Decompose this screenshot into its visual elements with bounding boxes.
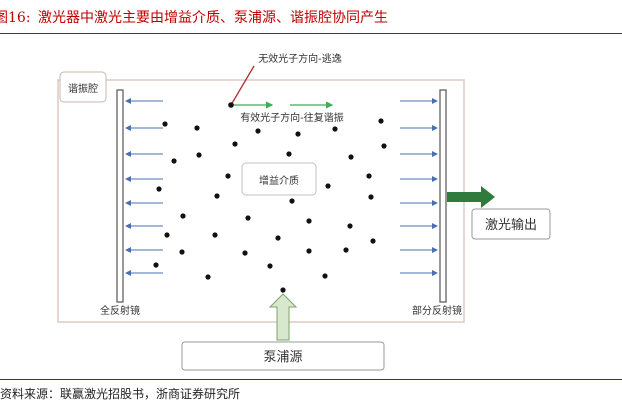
pump-arrow (268, 293, 298, 341)
resonator-label-box (59, 71, 107, 103)
source-note: 资料来源：联赢激光招股书，浙商证券研究所 (0, 387, 241, 401)
partial-mirror-label: 部分反射镜 (412, 304, 462, 317)
valid-photon-label: 有效光子方向-往复谐振 (240, 111, 344, 124)
gain-medium-particles (153, 118, 387, 293)
escape-photon-line (230, 65, 255, 106)
gain-medium-box (241, 162, 317, 196)
laser-output-arrow (447, 186, 495, 208)
gain-medium-label: 增益介质 (259, 174, 299, 187)
laser-output-box (471, 208, 551, 240)
resonator-label: 谐振腔 (68, 82, 98, 95)
figure-number: 图16: (0, 10, 31, 26)
full-reflection-mirror (116, 89, 124, 303)
laser-output-label: 激光输出 (485, 217, 537, 233)
left-reflection-arrows (125, 98, 163, 276)
partial-reflection-mirror (439, 89, 447, 303)
full-mirror-label: 全反射镜 (100, 304, 140, 317)
right-reflection-arrows (400, 98, 438, 276)
title-rule (0, 33, 622, 34)
source-rule (0, 379, 622, 380)
figure-title-text: 激光器中激光主要由增益介质、泵浦源、谐振腔协同产生 (38, 10, 388, 26)
figure-title: 图16: 激光器中激光主要由增益介质、泵浦源、谐振腔协同产生 (0, 6, 622, 30)
pump-source-label: 泵浦源 (263, 350, 302, 365)
escape-photon-dot (228, 102, 234, 108)
pump-source-box (181, 341, 385, 371)
invalid-photon-label: 无效光子方向-逃逸 (258, 52, 342, 65)
